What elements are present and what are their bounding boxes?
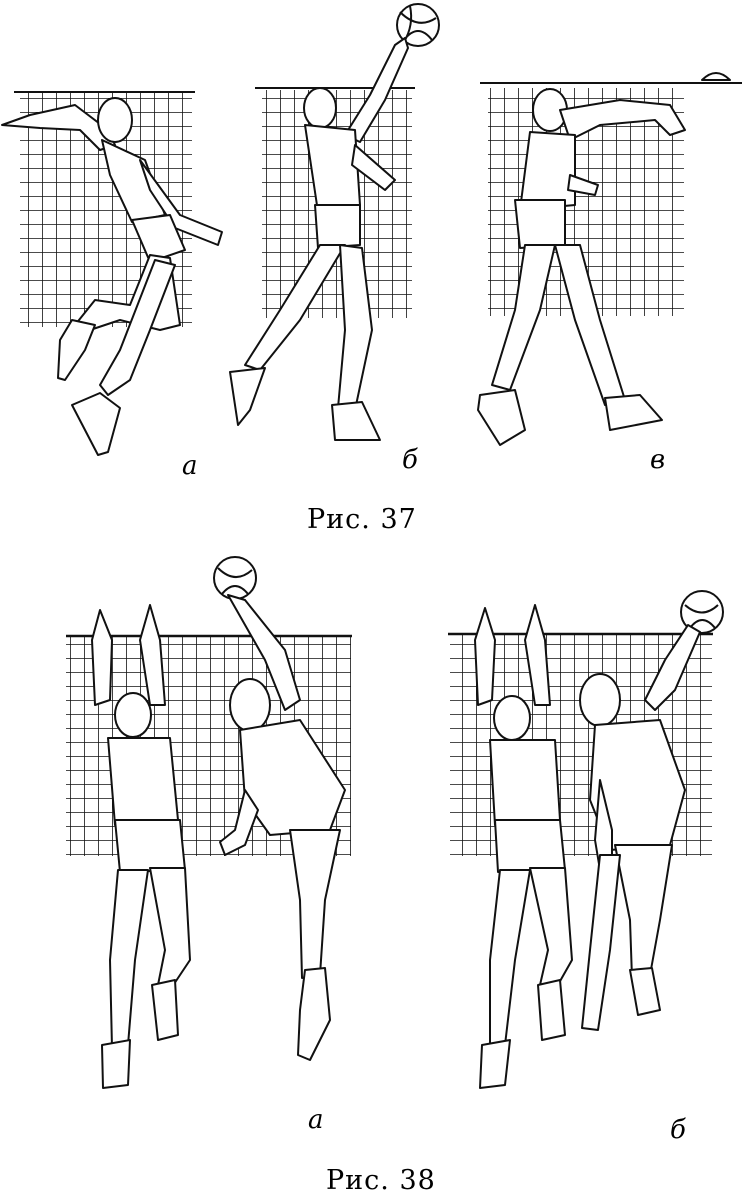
- fig38-panel-b-label: б: [670, 1115, 686, 1145]
- fig38-panel-a-label: а: [308, 1105, 324, 1135]
- fig38-panel-b-drawing: [448, 590, 724, 1089]
- figure-37-caption: Рис. 37: [307, 504, 417, 535]
- figure-38-caption: Рис. 38: [326, 1165, 436, 1196]
- volleyball-icon: [701, 72, 731, 81]
- fig37-panel-a-label: а: [182, 451, 198, 481]
- fig37-panel-v-drawing: [477, 72, 742, 446]
- fig37-panel-b-label: б: [402, 445, 418, 475]
- fig37-panel-v-label: в: [650, 445, 665, 475]
- fig38-panel-a-drawing: [66, 556, 352, 1089]
- fig37-panel-a-drawing: [1, 91, 223, 456]
- fig37-panel-b-drawing: [229, 3, 440, 441]
